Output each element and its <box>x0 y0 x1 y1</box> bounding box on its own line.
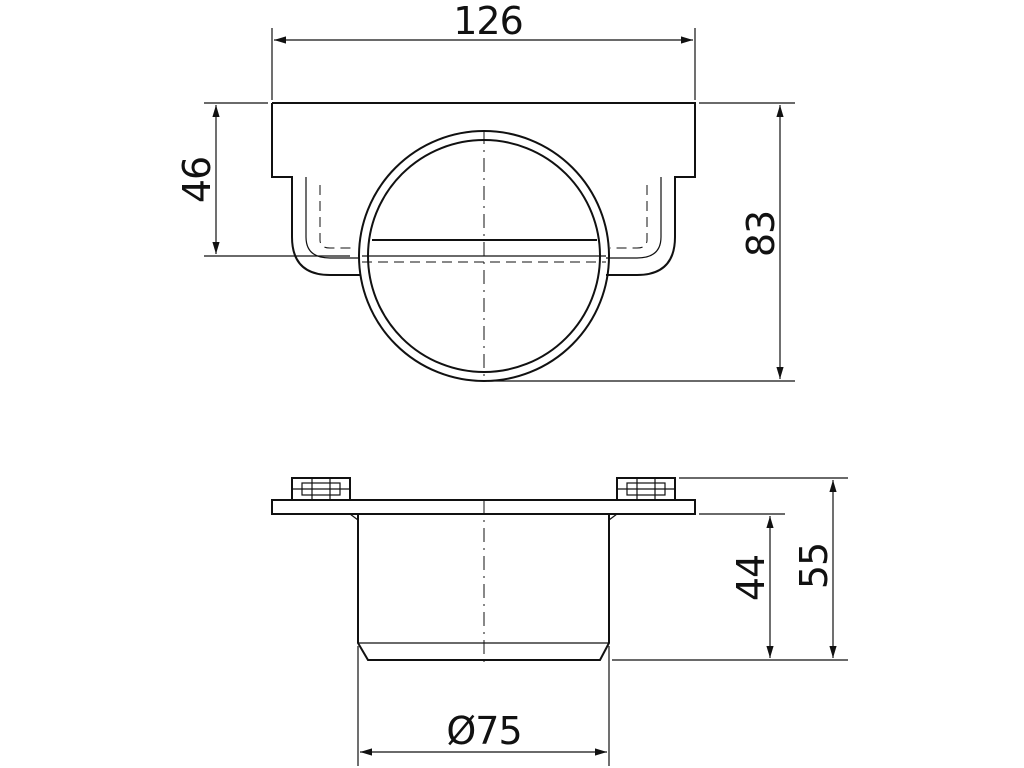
dimension-diameter-75: Ø75 <box>357 646 610 766</box>
dimension-44: 44 <box>612 513 785 661</box>
dimension-55: 55 <box>679 477 848 661</box>
dimension-83: 83 <box>488 102 795 382</box>
top-view-hidden-lines <box>319 185 648 249</box>
dim-44-label: 44 <box>729 555 773 601</box>
dim-83-label: 83 <box>739 211 783 257</box>
right-clip <box>616 477 676 501</box>
dimension-46: 46 <box>175 102 350 257</box>
pipe-fillet-left <box>349 513 359 521</box>
dim-diameter-75-label: Ø75 <box>446 709 521 753</box>
pipe-fillet-right <box>608 513 618 521</box>
dim-126-label: 126 <box>453 0 523 43</box>
top-view-inner-flange <box>272 176 695 259</box>
side-view: 44 55 Ø75 <box>271 477 848 766</box>
dim-46-label: 46 <box>175 157 219 203</box>
dim-55-label: 55 <box>792 543 836 589</box>
dimension-126: 126 <box>271 0 696 100</box>
left-clip <box>291 477 351 501</box>
top-view: 126 46 83 <box>175 0 795 382</box>
